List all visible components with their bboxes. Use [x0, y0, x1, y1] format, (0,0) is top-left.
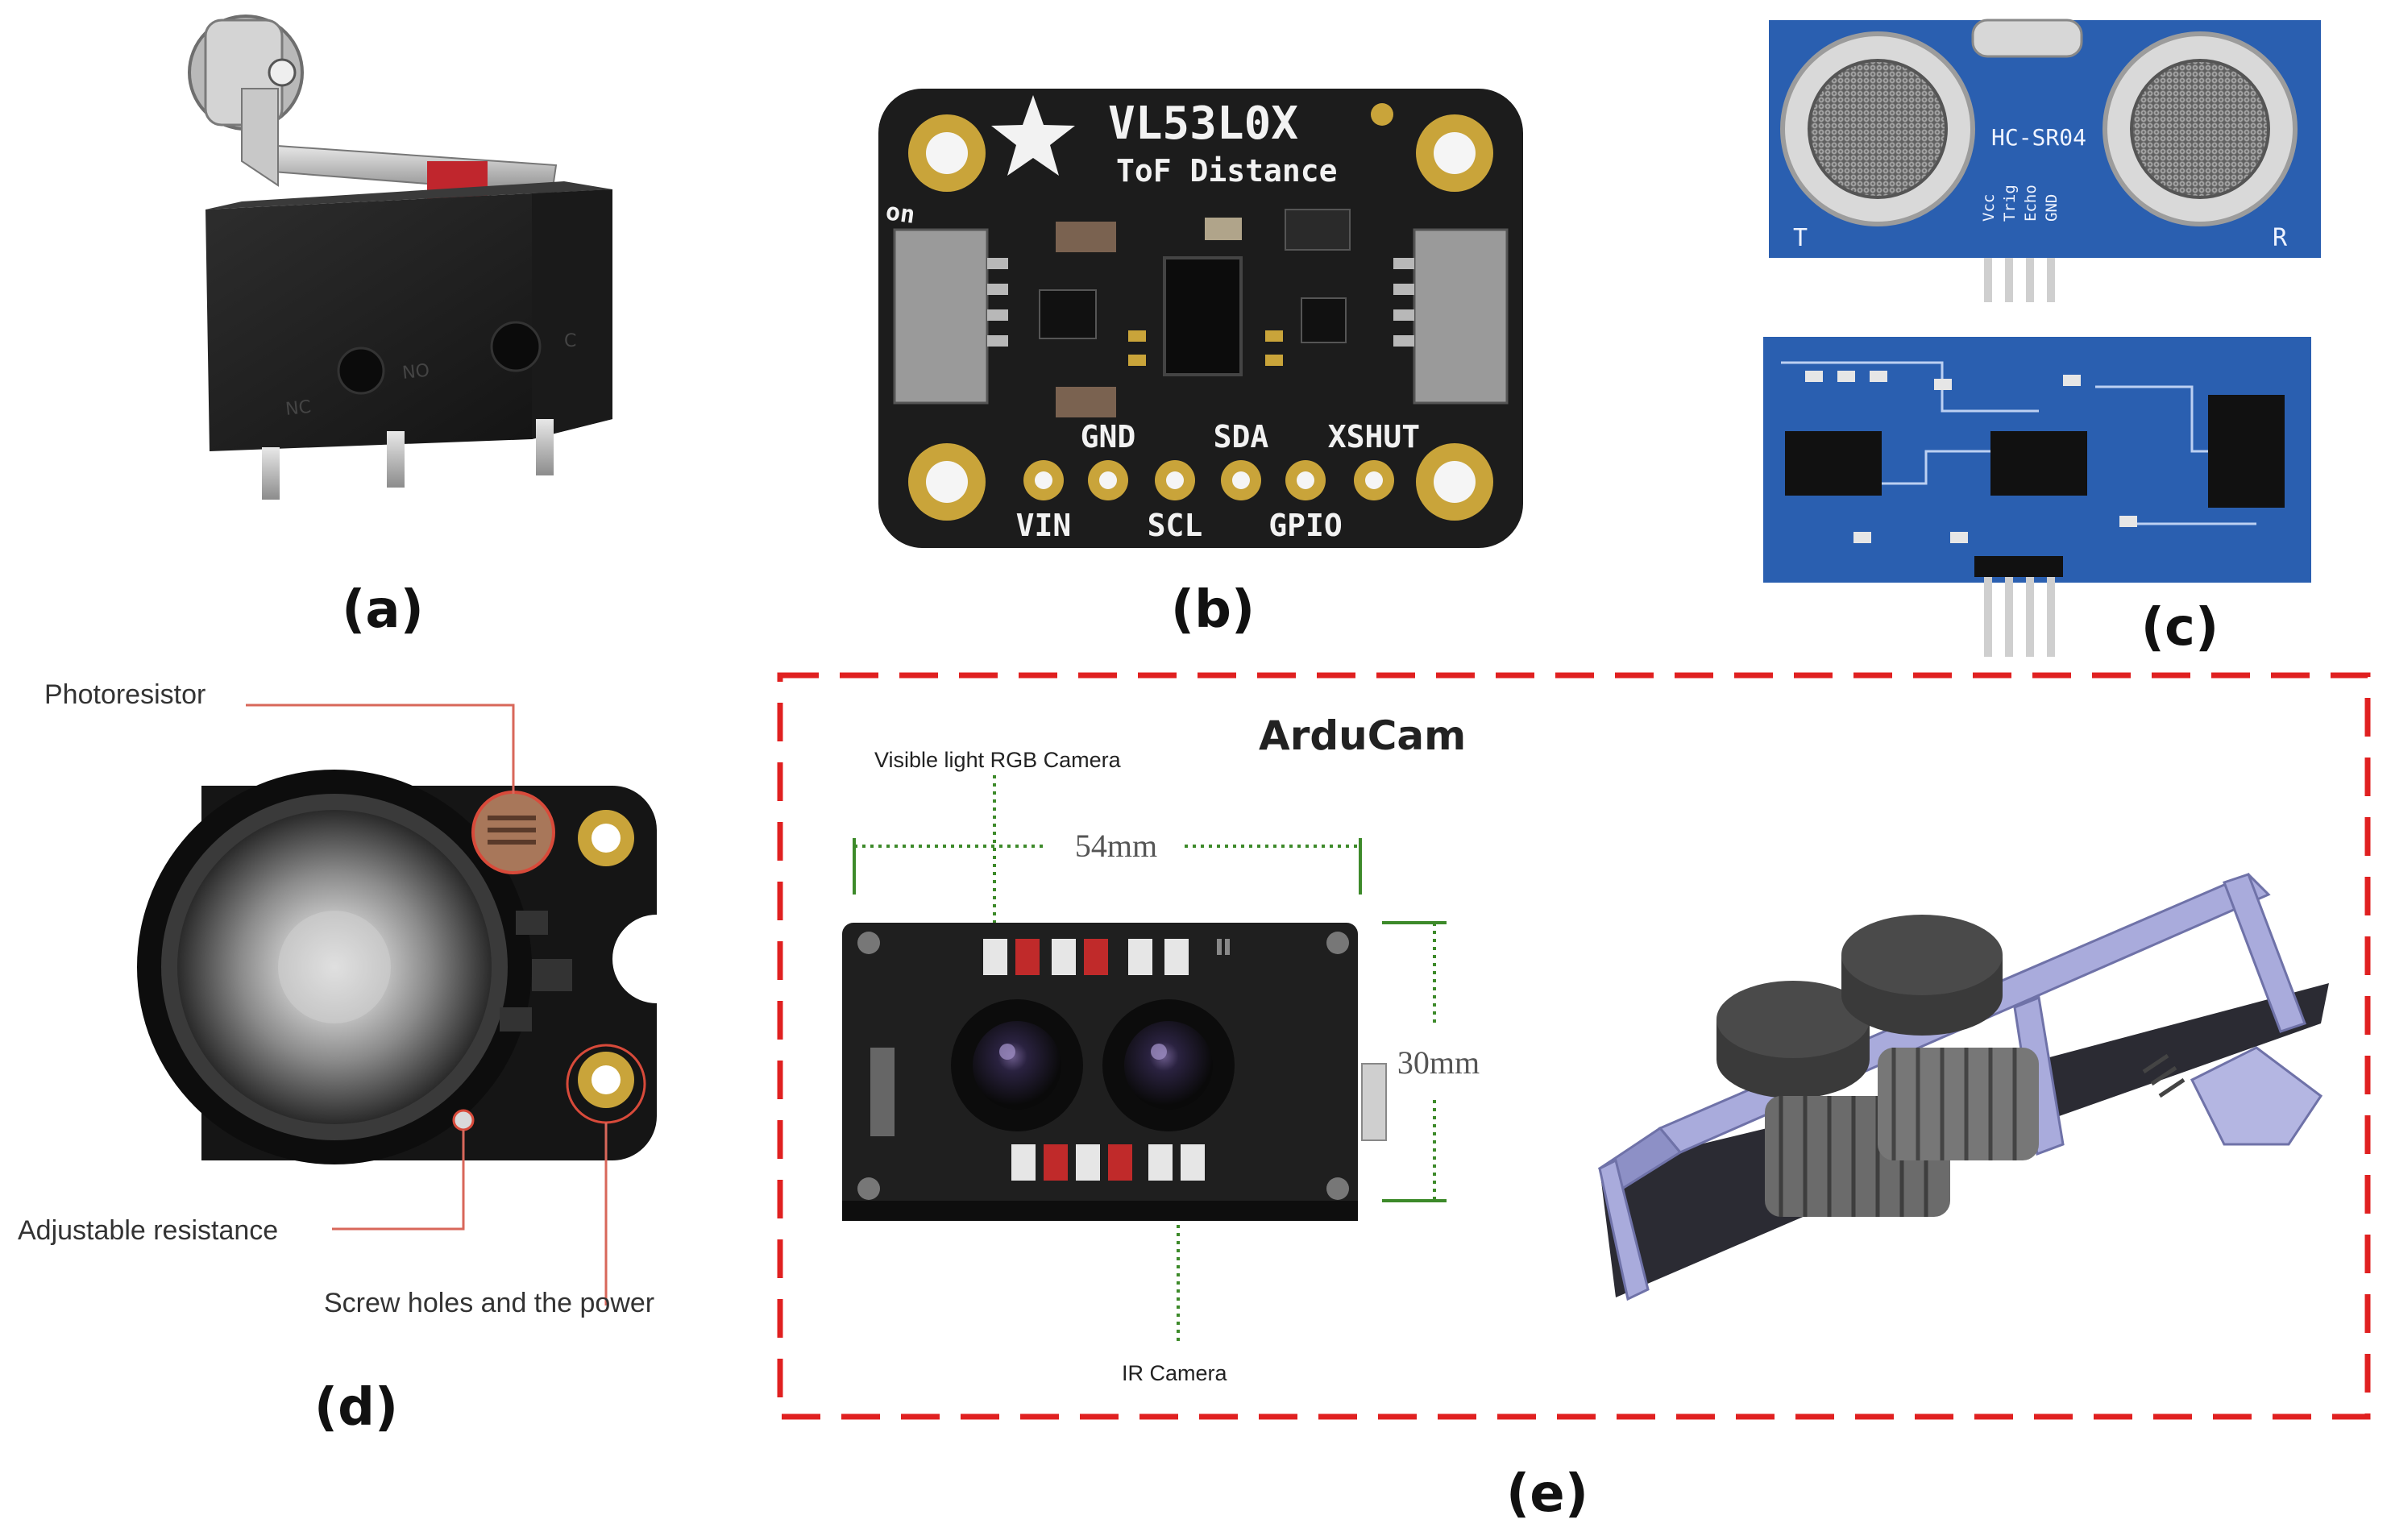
callout-adjustable-resistance: Adjustable resistance	[18, 1215, 278, 1246]
panel-c-ultrasonic: HC-SR04 T R Vcc Trig Echo GND	[1763, 19, 2321, 657]
tof-pin-gpio: GPIO	[1268, 508, 1343, 543]
hcsr04-ic-1	[1785, 431, 1882, 496]
tof-connector-left	[893, 228, 989, 405]
hcsr04-r-mark: R	[2273, 224, 2288, 252]
panel-c-label: (c)	[2141, 598, 2219, 658]
arducam-connector	[1361, 1063, 1387, 1141]
panel-a-label: (a)	[342, 580, 424, 640]
svg-text:NC: NC	[284, 397, 312, 420]
tof-pin-scl: SCL	[1148, 508, 1203, 543]
hcsr04-t-mark: T	[1793, 224, 1808, 252]
tof-header-pads	[1023, 460, 1394, 500]
arducam-leds-top	[983, 939, 1189, 975]
hcsr04-ic-2	[1990, 431, 2087, 496]
tof-on-mark: on	[884, 197, 917, 230]
dim-width: 54mm	[1075, 828, 1157, 864]
hcsr04-ic-3	[2208, 395, 2285, 508]
tof-title: VL53L0X	[1108, 98, 1298, 150]
arducam-leds-bottom	[1011, 1144, 1205, 1181]
arducam-pcb	[842, 923, 1358, 1221]
callout-screw-holes: Screw holes and the power	[324, 1288, 654, 1318]
adafruit-star-icon	[991, 95, 1075, 176]
adjustable-resistor	[452, 1109, 475, 1131]
label-ir-camera: IR Camera	[1122, 1361, 1228, 1385]
tof-pin-xshut: XSHUT	[1328, 419, 1420, 455]
hcsr04-pin-gnd: GND	[2043, 194, 2061, 222]
tof-sensor-chip	[1163, 256, 1243, 376]
hcsr04-pin-vcc: Vcc	[1980, 194, 1998, 222]
mount-clip	[2190, 1046, 2323, 1146]
arducam-board	[842, 923, 1387, 1221]
tof-pin-vin: VIN	[1016, 508, 1072, 543]
panel-d-callouts	[246, 704, 608, 1305]
panel-b-label: (b)	[1171, 580, 1255, 640]
hcsr04-pin-echo: Echo	[2022, 185, 2040, 222]
hcsr04-pin-trig: Trig	[2001, 185, 2019, 222]
panel-e-dashed-frame	[777, 672, 2371, 1420]
hcsr04-crystal	[1971, 19, 2083, 58]
svg-text:C: C	[564, 331, 576, 351]
panel-d-label: (d)	[314, 1378, 398, 1438]
dim-height: 30mm	[1397, 1044, 1480, 1081]
panel-d-ir-led-board	[137, 770, 657, 1164]
switch-body	[205, 189, 612, 451]
sensor-mount-model	[1597, 873, 2329, 1301]
callout-photoresistor: Photoresistor	[44, 679, 205, 710]
svg-text:NO: NO	[401, 361, 430, 384]
panel-e-label: (e)	[1506, 1464, 1588, 1524]
panel-b-tof-board: VL53L0X ToF Distance on GND SDA XSHUT VI…	[878, 89, 1523, 548]
label-rgb-camera: Visible light RGB Camera	[874, 748, 1122, 772]
hcsr04-name: HC-SR04	[1991, 124, 2086, 151]
tof-pin-gnd: GND	[1081, 419, 1136, 455]
panel-a-limit-switch: NC NO C	[188, 15, 612, 500]
tof-subtitle: ToF Distance	[1116, 153, 1338, 189]
tof-connector-right	[1413, 228, 1509, 405]
arducam-brand: ArduCam	[1259, 712, 1466, 759]
tof-pin-sda: SDA	[1214, 419, 1269, 455]
